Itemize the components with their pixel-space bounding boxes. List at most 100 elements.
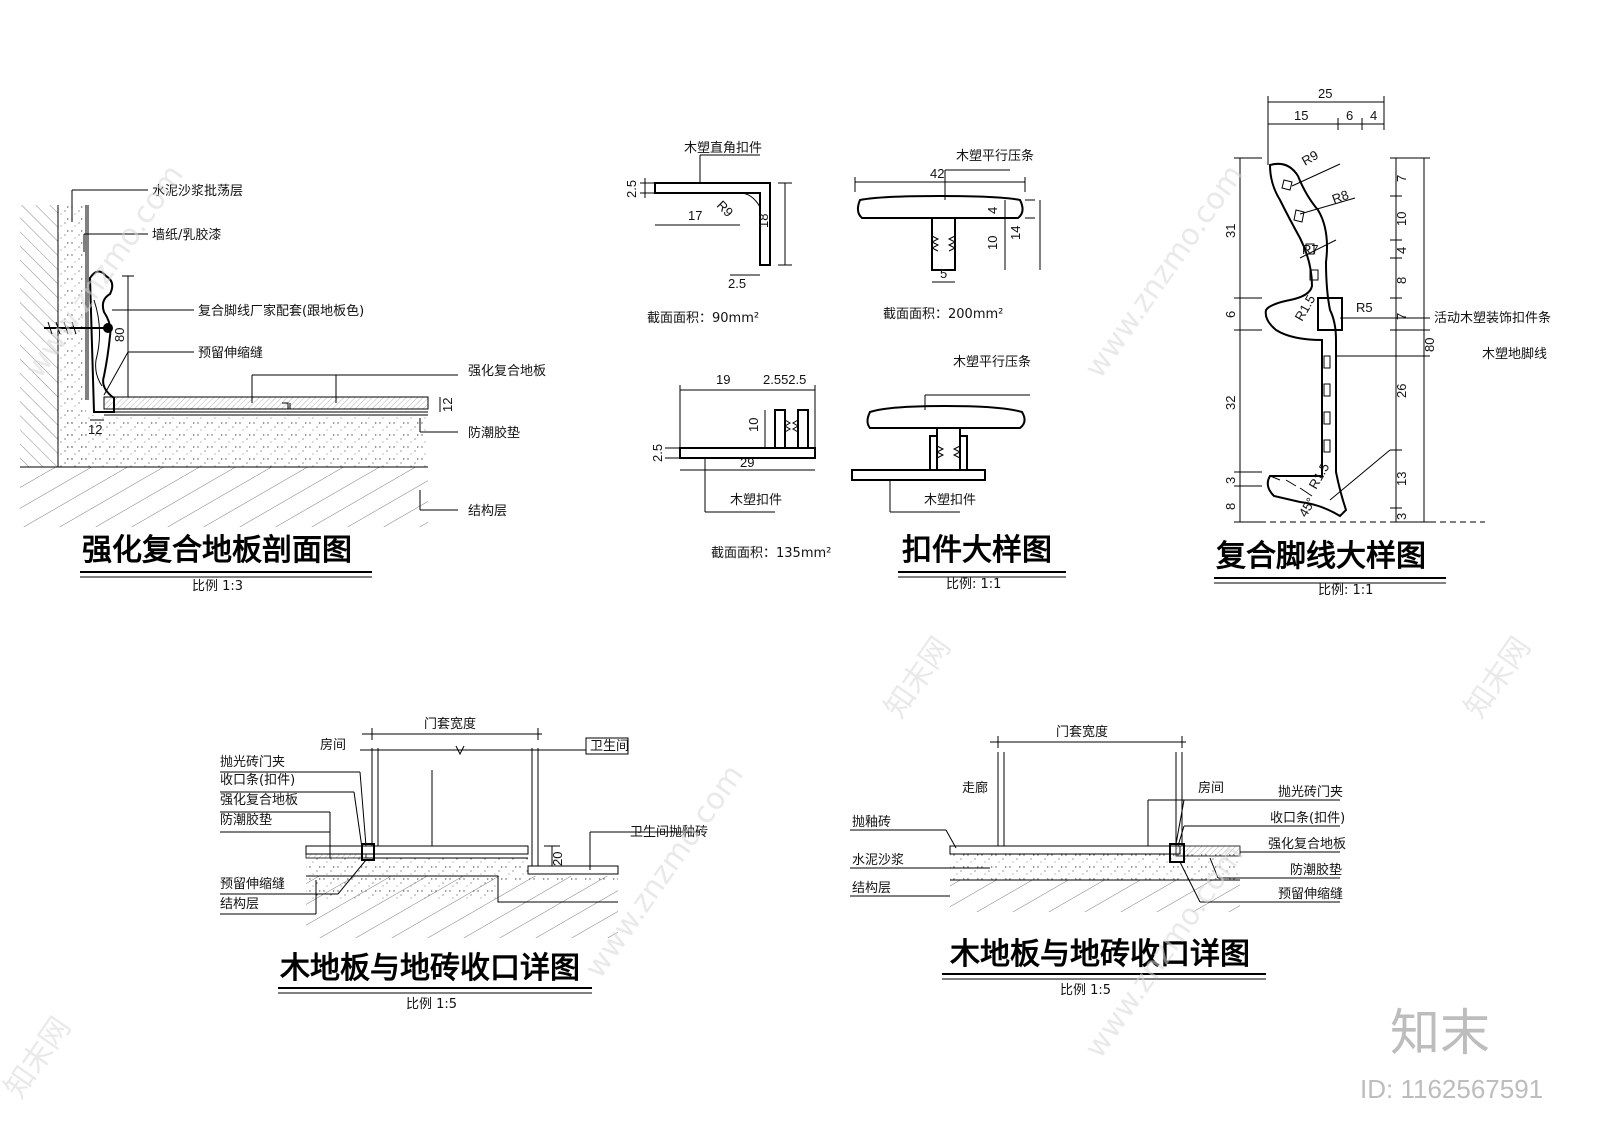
dim-sk-right-5: 7 [1394,313,1409,320]
label-tr-r4: 预留伸缩缝 [1278,886,1343,902]
label-wpc-skirting: 木塑地脚线 [1482,346,1547,362]
dim-tl-20: 20 [550,852,565,866]
dim-sk-left-3: 32 [1223,396,1238,410]
label-bathroom: 卫生间 [590,739,629,754]
dim-sk-left-2: 6 [1223,311,1238,318]
label-clip-b: 木塑扣件 [924,493,976,508]
label-trim-strip: 活动木塑装饰扣件条 [1434,310,1551,326]
clip-detail-drawing [640,154,1066,578]
dim-sk-right-4: 8 [1394,277,1409,284]
dim-skirting-height: 80 [112,328,127,342]
dim-sk-top-2: 15 [1294,108,1308,123]
label-door-width-right: 门套宽度 [1056,724,1108,740]
dim-sk-right-2: 10 [1394,212,1409,226]
area-90: 截面面积：90mm² [647,311,759,326]
label-tl-3: 防潮胶垫 [220,812,272,828]
dim-sk-right-1: 7 [1394,175,1409,182]
scale-tile-right: 比例 1:5 [1060,983,1111,998]
watermark-logo: 知末 [1390,1004,1490,1062]
dim-gap: 12 [88,422,102,437]
title-tile-left: 木地板与地砖收口详图 [279,951,580,986]
watermark-brand-3: 知末网 [1458,631,1538,725]
label-right-angle-clip: 木塑直角扣件 [684,141,762,156]
label-tl-5: 结构层 [220,897,259,912]
dim-sk-top-4: 4 [1370,108,1377,123]
dim-b-1: 42 [930,166,944,181]
label-laminate: 强化复合地板 [468,364,546,379]
label-moisture-pad: 防潮胶垫 [468,425,520,441]
skirting-detail-drawing [1214,96,1485,584]
watermark-brand-1: 知末网 [0,1011,78,1105]
label-tr-r2: 强化复合地板 [1268,837,1346,852]
dim-sk-left-1: 31 [1223,224,1238,238]
label-door-width-left: 门套宽度 [424,716,476,732]
label-parallel-strip-a: 木塑平行压条 [956,148,1034,164]
scale-laminate-section: 比例 1:3 [192,579,243,594]
dim-sk-right-total: 80 [1422,338,1437,352]
label-tl-1: 收口条(扣件) [220,772,295,788]
dim-c-1: 19 [716,372,730,387]
dim-sk-right-8: 3 [1394,513,1409,520]
dim-sk-top-3: 6 [1346,108,1353,123]
dim-sk-left-5: 8 [1223,503,1238,510]
label-tl-0: 抛光砖门夹 [220,755,285,770]
dim-a-3: 18 [756,214,771,228]
label-structure: 结构层 [468,504,507,519]
radius-r8: R8 [1330,187,1351,207]
title-skirting-detail: 复合脚线大样图 [1216,539,1426,574]
dim-sk-left-4: 3 [1223,477,1238,484]
dim-c-3: 10 [746,418,761,432]
scale-clip-detail: 比例: 1:1 [946,577,1001,592]
scale-skirting-detail: 比例: 1:1 [1318,583,1373,598]
dim-a-1: 2.5 [624,180,639,198]
dim-b-5: 5 [940,266,947,281]
label-skirting: 复合脚线厂家配套(跟地板色) [198,303,364,319]
radius-r1-5-b: R1.5 [1306,460,1333,491]
dim-a-5: R9 [714,198,736,220]
dim-sk-right-7: 13 [1394,472,1409,486]
dim-b-2: 4 [985,207,1000,214]
label-cement-plaster: 水泥沙浆批荡层 [152,184,243,199]
dim-c-2: 2.552.5 [763,372,806,387]
label-expansion-gap: 预留伸缩缝 [198,345,263,361]
label-tr-l2: 结构层 [852,881,891,896]
label-tr-r1: 收口条(扣件) [1270,810,1345,826]
label-clip-a: 木塑扣件 [730,493,782,508]
title-clip-detail: 扣件大样图 [902,533,1052,568]
area-135: 截面面积：135mm² [711,546,831,561]
dim-b-3: 10 [985,236,1000,250]
title-laminate-section: 强化复合地板剖面图 [82,533,352,568]
dim-sk-top-1: 25 [1318,86,1332,101]
label-tl-4: 预留伸缩缝 [220,876,285,892]
radius-r7: R7 [1302,242,1319,257]
dim-a-4: 2.5 [728,276,746,291]
dim-c-5: 29 [740,455,754,470]
angle-45: 45° [1296,495,1319,520]
radius-r9: R9 [1299,147,1321,168]
radius-r1-5-a: R1.5 [1292,292,1319,323]
title-tile-right: 木地板与地砖收口详图 [949,937,1250,972]
scale-tile-left: 比例 1:5 [406,997,457,1012]
area-200: 截面面积：200mm² [883,307,1003,322]
dim-b-4: 14 [1008,226,1023,240]
tile-junction-right-drawing [850,736,1340,980]
label-parallel-strip-b: 木塑平行压条 [953,354,1031,370]
dim-sk-right-3: 4 [1394,247,1409,254]
label-corridor: 走廊 [962,780,988,796]
label-room-right: 房间 [1198,780,1224,796]
label-tl-2: 强化复合地板 [220,793,298,808]
watermark-id: ID: 1162567591 [1360,1074,1543,1104]
label-wallpaper: 墙纸/乳胶漆 [152,227,221,243]
label-tr-r0: 抛光砖门夹 [1278,785,1343,800]
laminate-section-drawing [20,189,458,578]
dim-sk-right-6: 26 [1394,384,1409,398]
radius-r5: R5 [1356,300,1373,315]
tile-junction-left-drawing [220,728,700,994]
dim-c-4: 2.5 [650,444,665,462]
dim-a-2: 17 [688,208,702,223]
watermark-brand-2: 知末网 [878,631,958,725]
dim-board-thickness: 12 [440,398,455,412]
label-tr-l1: 水泥沙浆 [852,853,904,868]
label-tr-r3: 防潮胶垫 [1290,862,1342,878]
